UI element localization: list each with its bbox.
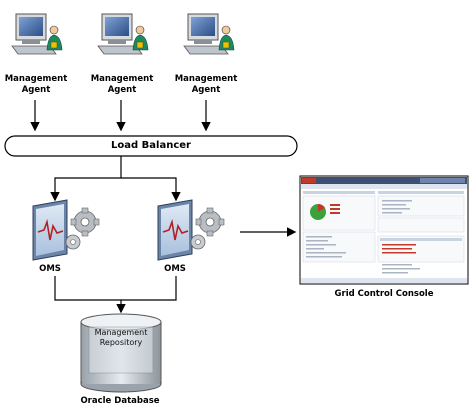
arrow-lb-to-oms1	[50, 156, 122, 202]
oms-label-2: OMS	[164, 264, 186, 274]
repository-label: Management Repository	[86, 328, 156, 348]
agent-label-1: Management Agent	[0, 74, 72, 96]
database-cylinder-icon	[80, 313, 162, 393]
arrow-oms2-to-db	[121, 276, 177, 301]
database-title: Oracle Database	[80, 396, 160, 406]
agent-computer-icon-2	[97, 13, 149, 55]
agent-label-2: Management Agent	[86, 74, 158, 96]
agent-computer-icon-1	[11, 13, 63, 55]
agent-label-2-line1: Management	[90, 74, 154, 84]
console-title: Grid Control Console	[334, 289, 434, 299]
oms-label-1: OMS	[39, 264, 61, 274]
agent-label-1-line2: Agent	[21, 85, 51, 95]
agent-label-2-line2: Agent	[107, 85, 137, 95]
repository-label-line1: Management	[94, 328, 148, 337]
oms-server-icon-2	[157, 199, 225, 261]
console-screenshot-icon	[299, 175, 469, 285]
repository-label-line2: Repository	[99, 338, 143, 347]
agent-label-3-line2: Agent	[191, 85, 221, 95]
agent-computer-icon-3	[183, 13, 235, 55]
agent-label-3-line1: Management	[174, 74, 238, 84]
agent-label-3: Management Agent	[170, 74, 242, 96]
arrow-oms1-to-db	[54, 276, 126, 314]
arrow-lb-to-oms2	[121, 177, 181, 202]
agent-label-1-line1: Management	[4, 74, 68, 84]
load-balancer-box	[4, 135, 298, 157]
load-balancer-label: Load Balancer	[111, 140, 191, 151]
oms-server-icon-1	[32, 199, 100, 261]
